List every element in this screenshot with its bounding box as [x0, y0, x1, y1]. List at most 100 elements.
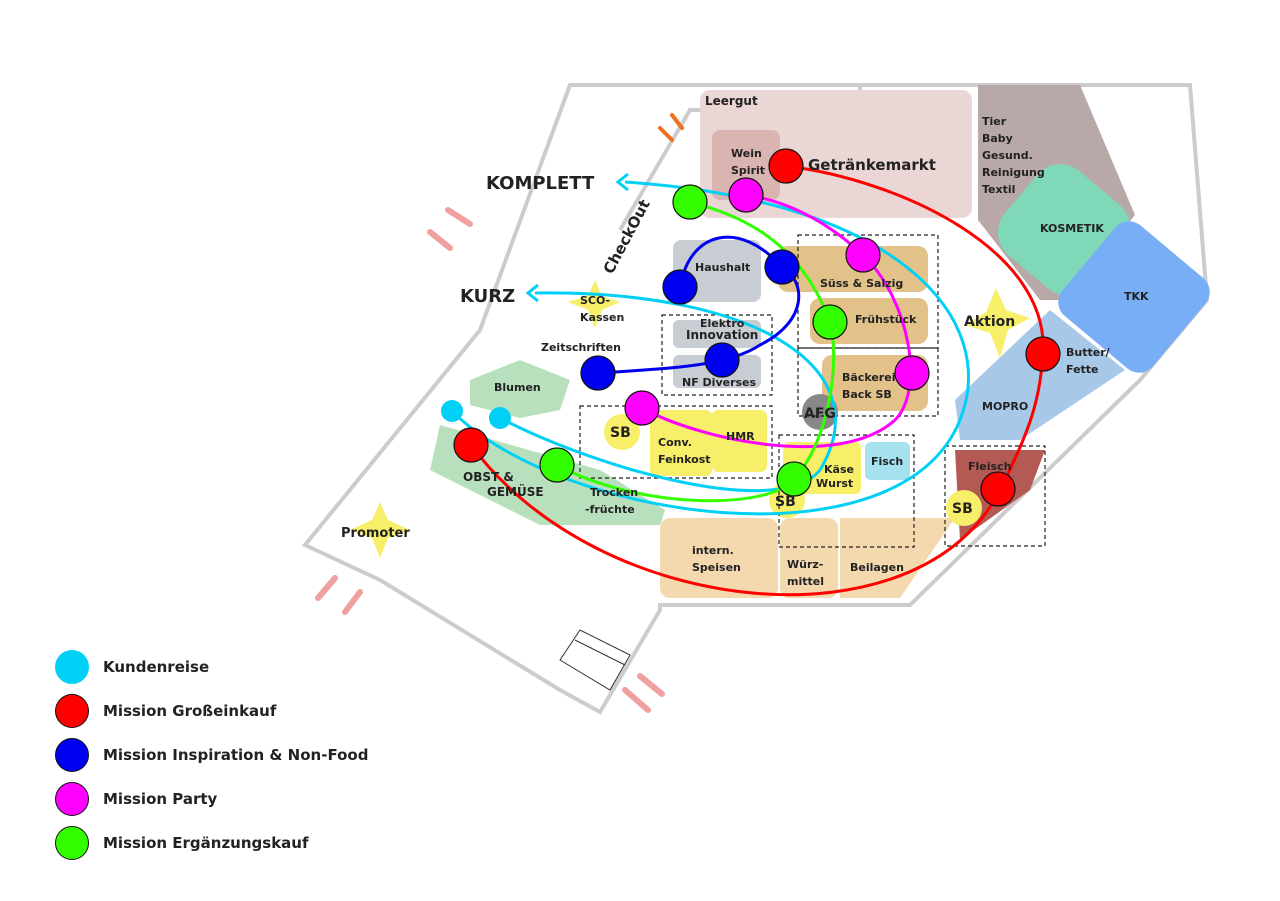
tkk-label: TKK: [1124, 290, 1149, 303]
fruechte-label: -früchte: [585, 503, 635, 516]
legend-item-kundenreise: Kundenreise: [55, 645, 368, 689]
stop-grosseinkauf: [453, 427, 489, 463]
checkout-label: CheckOut: [600, 197, 654, 277]
conv-zone: [650, 410, 712, 476]
kaese-label: Käse: [824, 463, 854, 476]
textil-label: Textil: [982, 183, 1015, 196]
leergut-arrow-icon: [658, 113, 684, 142]
elektro-zone: [673, 320, 761, 348]
fette-label: Fette: [1066, 363, 1099, 376]
sco-star: [568, 280, 620, 328]
sco-label: SCO-: [580, 294, 610, 307]
komplett-label: KOMPLETT: [486, 173, 595, 194]
conv-label: Conv.: [658, 436, 692, 449]
legend-item-party: Mission Party: [55, 777, 368, 821]
legend-label: Mission Ergänzungskauf: [103, 834, 309, 852]
route-grosseinkauf: [469, 164, 1045, 597]
baeckerei-label: Bäckerei: [842, 371, 895, 384]
route-ergaenzung: [556, 200, 836, 503]
tier-label: Tier: [982, 115, 1007, 128]
aktion-star: [965, 288, 1030, 358]
promoter-label: Promoter: [341, 526, 410, 541]
gesund-label: Gesund.: [982, 149, 1033, 162]
obst-label: OBST &: [463, 470, 514, 484]
kassen-label: Kassen: [580, 311, 624, 324]
speisen-label: Speisen: [692, 561, 741, 574]
legend-label: Mission Inspiration & Non-Food: [103, 746, 369, 764]
kosmetik-label: KOSMETIK: [1040, 222, 1104, 235]
legend-dot: [55, 650, 89, 684]
entrance-arrow-icon: [315, 575, 363, 615]
kurz-label: KURZ: [460, 286, 515, 307]
wurst-label: Wurst: [816, 477, 853, 490]
legend-dot: [55, 694, 89, 728]
stop-party: [845, 237, 881, 273]
afg-label: AFG: [804, 406, 836, 422]
sb-badge: [946, 490, 982, 526]
mopro-label: MOPRO: [982, 400, 1028, 413]
komplett-arrow-icon: [615, 172, 629, 192]
building-icon: [559, 629, 631, 691]
sb-badge: [604, 414, 640, 450]
intern-zone: [660, 518, 778, 598]
haushalt-label: Haushalt: [695, 261, 750, 274]
elektro-label: Elektro: [700, 317, 745, 330]
kurz-arrow-icon: [525, 283, 539, 303]
route-kundenreise: [499, 291, 837, 493]
legend-label: Mission Großeinkauf: [103, 702, 277, 720]
fruehstueck-label: Frühstück: [855, 313, 917, 326]
stop-party: [894, 355, 930, 391]
backsb-label: Back SB: [842, 388, 892, 401]
innovation-label: Innovation: [686, 328, 758, 342]
tkk-zone: [1058, 221, 1210, 373]
fisch-zone: [865, 442, 910, 480]
legend: Kundenreise Mission Großeinkauf Mission …: [55, 645, 368, 865]
trocken-label: Trocken: [590, 486, 638, 499]
stop-inspiration: [704, 342, 740, 378]
promoter-star: [350, 502, 410, 558]
dashed-group: [661, 314, 773, 396]
wuerz-zone: [780, 518, 838, 598]
stop-kundenreise: [489, 407, 511, 429]
legend-label: Kundenreise: [103, 658, 210, 676]
legend-dot: [55, 826, 89, 860]
legend-item-inspiration: Mission Inspiration & Non-Food: [55, 733, 368, 777]
stop-kundenreise: [441, 400, 463, 422]
fleisch-label: Fleisch: [968, 460, 1011, 473]
wuerz-label: Würz-: [787, 558, 823, 571]
zeitschriften-label: Zeitschriften: [541, 341, 621, 354]
leergut-label: Leergut: [705, 94, 758, 108]
getraenkemarkt-label: Getränkemarkt: [808, 156, 936, 174]
stop-ergaenzung: [776, 461, 812, 497]
spirit-label: Spirit: [731, 164, 765, 177]
legend-item-ergaenzung: Mission Ergänzungskauf: [55, 821, 368, 865]
wein-label: Wein: [731, 147, 762, 160]
beilagen-label: Beilagen: [850, 561, 904, 574]
nf-label: NF Diverses: [682, 376, 757, 389]
hmr-label: HMR: [726, 430, 755, 443]
feinkost-label: Feinkost: [658, 453, 711, 466]
stop-ergaenzung: [539, 447, 575, 483]
blumen-label: Blumen: [494, 381, 541, 394]
stop-party: [728, 177, 764, 213]
stop-grosseinkauf: [1025, 336, 1061, 372]
legend-label: Mission Party: [103, 790, 218, 808]
sb-label: SB: [610, 425, 631, 441]
intern-label: intern.: [692, 544, 734, 557]
stop-inspiration: [662, 269, 698, 305]
blumen-zone: [470, 360, 570, 418]
route-kundenreise: [450, 180, 970, 516]
wein-spirit-zone: [712, 130, 780, 200]
legend-dot: [55, 738, 89, 772]
stop-inspiration: [764, 249, 800, 285]
mittel-label: mittel: [787, 575, 824, 588]
legend-item-grosseinkauf: Mission Großeinkauf: [55, 689, 368, 733]
sb-label: SB: [775, 494, 796, 510]
baby-label: Baby: [982, 132, 1013, 145]
stop-ergaenzung: [672, 184, 708, 220]
dashed-group: [797, 347, 939, 417]
entrance-arrow-icon: [427, 207, 473, 251]
dashed-group: [579, 405, 773, 479]
stop-grosseinkauf: [980, 471, 1016, 507]
